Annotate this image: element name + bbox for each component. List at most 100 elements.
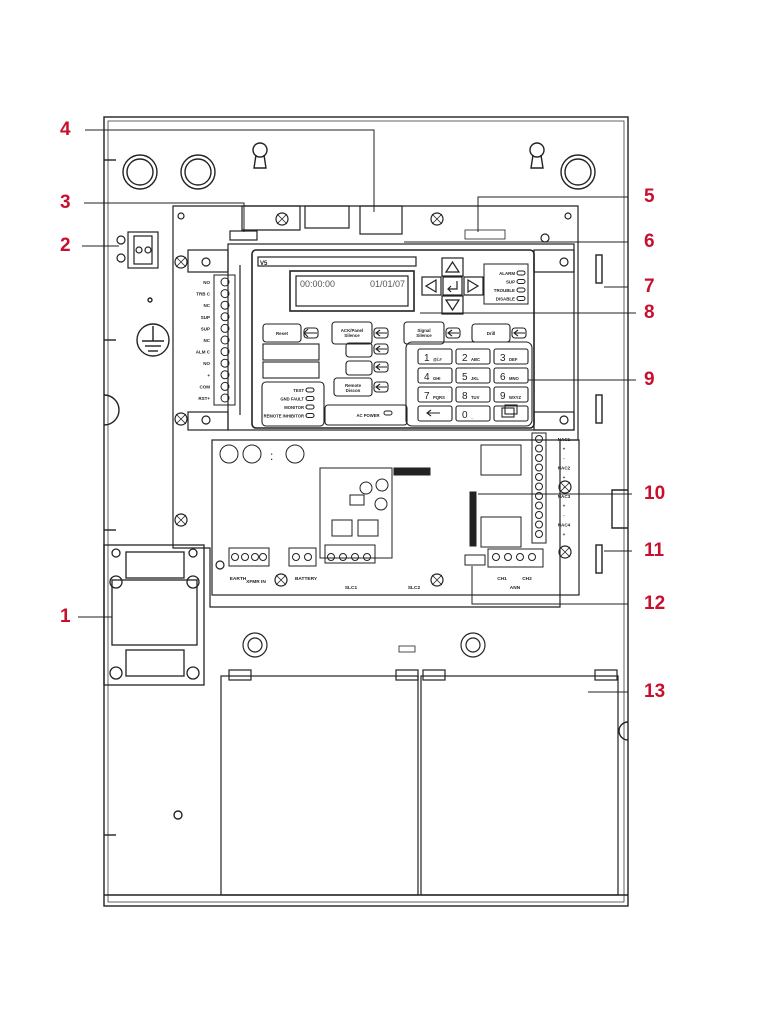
callout-4: 4 [60,119,71,140]
terminal-screw [535,435,543,443]
keypad-key [417,367,453,384]
terminal-screw [535,520,543,529]
terminal-screw [535,501,543,510]
terminal-label: + [563,475,566,480]
led-indicator [305,412,315,419]
callout-7: 7 [644,276,655,297]
standoff-icon [174,513,188,527]
ground-symbol [136,323,170,357]
led-indicator [516,279,526,284]
callout-10: 10 [644,483,666,504]
terminal-screw [351,553,359,561]
keypad-key-letters: TUV [471,395,480,400]
terminal-screw [535,473,543,481]
keypad-key-number: 8 [462,391,468,402]
terminal-label: SUP [201,315,210,320]
lower-led-label: MONITOR [284,405,304,410]
keyhole-right [529,142,545,169]
led-indicator [305,387,315,393]
terminal-screw [535,463,543,472]
window-icon [501,407,515,418]
standoff-icon [174,412,188,426]
callout-3: 3 [60,192,71,213]
keypad-key [493,348,529,365]
terminal-screw [516,553,524,561]
keypad-key [417,348,453,365]
led-indicator [305,404,315,410]
keypad-key-letters: _ [470,414,474,419]
enclosure [103,116,629,907]
terminal-label: SUP [201,326,210,331]
terminal-label: + [563,532,566,537]
terminal-label: SLC1 [345,585,358,591]
terminal-screw [259,553,267,561]
standoff-icon [430,573,444,587]
standoff-icon [558,480,572,494]
callout-2: 2 [60,235,71,256]
terminal-screw [535,482,543,491]
power-led [383,410,393,416]
circuit-board-plate [172,205,580,608]
keyhole-left [252,142,268,169]
button-label: Reset [276,331,288,336]
terminal-screw [504,553,512,561]
terminal-label: - [563,513,565,518]
keypad-key [493,405,529,422]
callout-13: 13 [644,681,666,702]
keypad-key-number: 7 [424,391,430,402]
keypad-key-letters: WXYZ [509,395,522,400]
terminal-screw [220,381,230,391]
led-indicator [516,287,526,293]
standoff-icon [275,212,289,226]
navigation-keys [421,257,484,315]
callout-6: 6 [644,231,655,252]
keypad-key-letters: JKL [471,376,479,381]
terminal-label: - [563,456,565,461]
terminal-label: NC [204,338,211,343]
keypad-key-number: 2 [462,353,468,364]
keypad-key [493,367,529,384]
keypad-key-number: 0 [462,410,468,421]
battery-compartment [220,632,619,896]
led-label: TROUBLE [494,288,515,293]
terminal-screw [220,335,230,345]
keypad-key [455,348,491,365]
keypad-key [417,405,453,422]
keypad-key-letters: GHI [433,376,440,381]
terminal-label: NAC1 [558,437,571,442]
terminal-screw [292,553,300,561]
led-indicator [305,395,315,402]
terminal-label: ALM C [196,350,211,355]
keypad-key [455,386,491,403]
terminal-label: CH1 [497,576,507,582]
terminal-screw [251,553,259,561]
terminal-screw [535,511,543,519]
terminal-label: NC [204,303,211,308]
ground-terminal-block [116,231,159,269]
terminal-label: CH2 [522,576,532,582]
terminal-label: - [563,485,565,490]
terminal-label: NAC3 [558,494,571,499]
terminal-screw [231,553,239,561]
led-label: SUP [506,280,515,285]
terminal-label: + [563,447,566,452]
terminal-screw [535,444,543,453]
model-label: V5 [260,261,268,267]
terminal-screw [220,347,230,357]
terminal-screw [220,323,230,333]
lower-board-components: : [219,444,522,566]
lower-led-label: GND FAULT [280,397,304,402]
keypad-key-letters: MNO [509,376,520,381]
callout-1: 1 [60,606,71,627]
terminal-screw [220,300,230,310]
terminal-label: RST+ [198,396,210,401]
keypad-key [417,386,453,403]
terminal-screw [535,454,543,462]
callout-5: 5 [644,186,655,207]
keypad-key-number: 5 [462,372,468,383]
terminal-label: COM [200,384,211,389]
